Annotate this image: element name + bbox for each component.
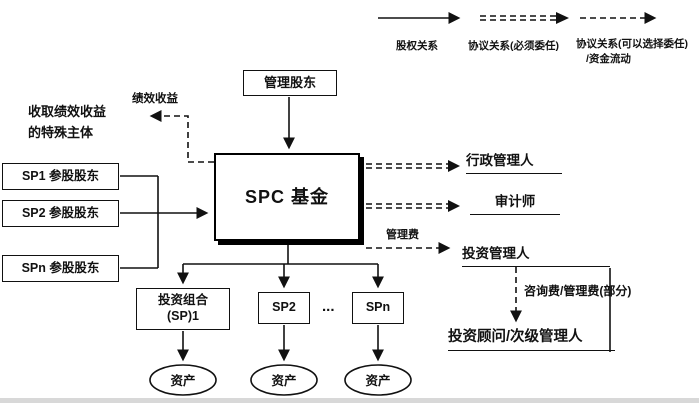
portfolion-label: SPn bbox=[365, 300, 391, 315]
arrow-portfolios-to-assets bbox=[177, 325, 384, 362]
sp1-shareholder-box: SP1 参股股东 bbox=[2, 163, 119, 190]
asset3-label: 资产 bbox=[365, 374, 391, 388]
spc-fund-label: SPC 基金 bbox=[244, 186, 329, 207]
spc-fund-box: SPC 基金 bbox=[214, 153, 360, 241]
sp1-shareholder-label: SP1 参股股东 bbox=[21, 168, 100, 183]
sp2-shareholder-label: SP2 参股股东 bbox=[21, 205, 100, 220]
investment-advisor-label: 投资顾问/次级管理人 bbox=[448, 328, 615, 351]
asset1-label: 资产 bbox=[170, 374, 196, 388]
managing-shareholder-label: 管理股东 bbox=[263, 74, 316, 90]
arrow-spc-to-administrator bbox=[366, 160, 460, 172]
portfolio2-label: SP2 bbox=[272, 300, 296, 315]
portfolio1-line1: 投资组合 bbox=[157, 293, 208, 308]
special-entity-line2: 的特殊主体 bbox=[28, 124, 94, 140]
management-fee-label: 管理费 bbox=[386, 229, 419, 241]
administrator-label: 行政管理人 bbox=[466, 152, 562, 174]
portfolio-ellipsis: ... bbox=[322, 298, 335, 315]
sp2-shareholder-box: SP2 参股股东 bbox=[2, 200, 119, 227]
portfolio2-box: SP2 bbox=[258, 292, 310, 324]
portfolio1-box: 投资组合 (SP)1 bbox=[136, 288, 230, 330]
legend-optional-label-line1: 协议关系(可以选择委任) bbox=[576, 38, 688, 50]
arrow-spc-to-portfolios bbox=[177, 245, 384, 289]
legend-optional-label-line2: /资金流动 bbox=[586, 53, 631, 65]
spn-shareholder-label: SPn 参股股东 bbox=[21, 260, 100, 275]
investment-manager-label: 投资管理人 bbox=[462, 245, 610, 267]
legend-double-dashed-arrow bbox=[480, 12, 569, 24]
bottom-strip bbox=[0, 398, 699, 403]
special-entity-line1: 收取绩效收益 bbox=[28, 104, 107, 119]
portfolio1-line2: (SP)1 bbox=[167, 309, 199, 323]
spn-shareholder-box: SPn 参股股东 bbox=[2, 255, 119, 282]
arrow-spc-to-auditor bbox=[366, 200, 460, 212]
arrow-shareholders-to-spc bbox=[120, 175, 209, 269]
asset2-label: 资产 bbox=[271, 374, 297, 388]
asset-ellipses bbox=[149, 364, 412, 396]
auditor-label: 审计师 bbox=[470, 193, 560, 215]
arrow-spc-to-special-entity bbox=[149, 110, 214, 163]
managing-shareholder-box: 管理股东 bbox=[243, 70, 337, 96]
performance-income-label: 绩效收益 bbox=[132, 93, 178, 105]
special-entity-label: 收取绩效收益 的特殊主体 bbox=[28, 102, 106, 144]
legend-equity-label: 股权关系 bbox=[396, 40, 438, 52]
legend-mandatory-label: 协议关系(必须委任) bbox=[468, 40, 559, 52]
portfolion-box: SPn bbox=[352, 292, 404, 324]
consulting-fee-label: 咨询费/管理费(部分) bbox=[524, 284, 632, 298]
